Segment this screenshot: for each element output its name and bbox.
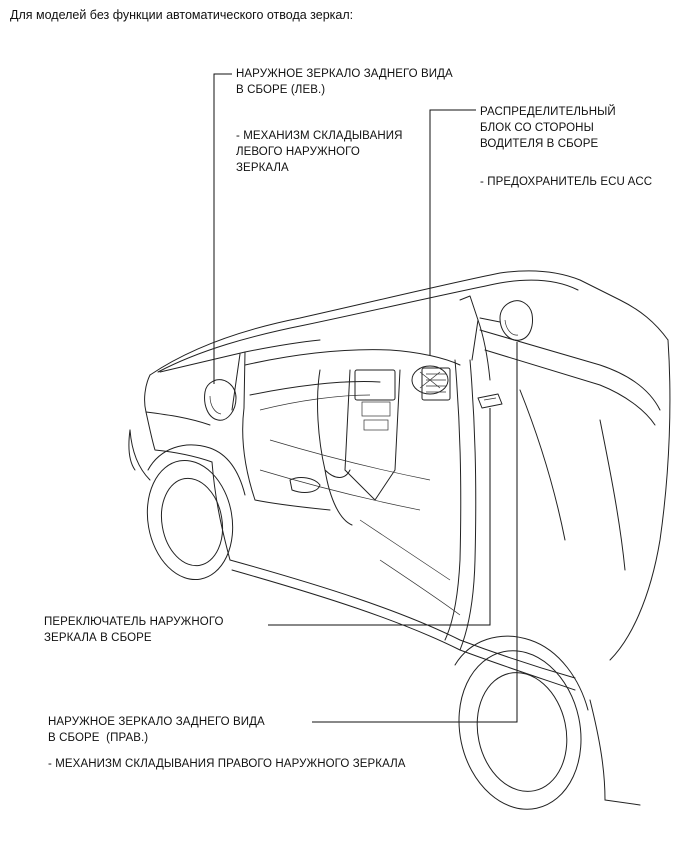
- left-mirror-title-line2: В СБОРЕ (ЛЕВ.): [236, 84, 326, 96]
- callout-junction-block-sub: - ПРЕДОХРАНИТЕЛЬ ECU ACC: [480, 174, 652, 190]
- junction-block-title-line3: ВОДИТЕЛЯ В СБОРЕ: [480, 138, 599, 150]
- leader-left-mirror: [213, 73, 232, 384]
- junction-block-title-line2: БЛОК СО СТОРОНЫ: [480, 122, 594, 134]
- callout-mirror-switch: ПЕРЕКЛЮЧАТЕЛЬ НАРУЖНОГО ЗЕРКАЛА В СБОРЕ: [44, 614, 224, 646]
- vehicle-interior: [244, 295, 503, 616]
- junction-block-title-line1: РАСПРЕДЕЛИТЕЛЬНЫЙ: [480, 106, 616, 118]
- mirror-switch-title-line2: ЗЕРКАЛА В СБОРЕ: [44, 632, 152, 644]
- leader-mirror-switch: [268, 408, 491, 626]
- leader-right-mirror: [312, 342, 518, 723]
- right-mirror-sub-line1: - МЕХАНИЗМ СКЛАДЫВАНИЯ ПРАВОГО НАРУЖНОГО…: [48, 758, 406, 770]
- left-mirror-sub-line2: ЛЕВОГО НАРУЖНОГО: [236, 146, 360, 158]
- callout-left-mirror-sub: - МЕХАНИЗМ СКЛАДЫВАНИЯ ЛЕВОГО НАРУЖНОГО …: [236, 128, 403, 176]
- junction-block-sub-line1: - ПРЕДОХРАНИТЕЛЬ ECU ACC: [480, 176, 653, 188]
- left-mirror-sub-line3: ЗЕРКАЛА: [236, 162, 289, 174]
- callout-right-mirror-title: НАРУЖНОЕ ЗЕРКАЛО ЗАДНЕГО ВИДА В СБОРЕ (П…: [48, 714, 265, 746]
- right-outside-mirror: [479, 300, 533, 341]
- callout-junction-block-title: РАСПРЕДЕЛИТЕЛЬНЫЙ БЛОК СО СТОРОНЫ ВОДИТЕ…: [480, 104, 616, 152]
- vehicle-body: [128, 270, 671, 810]
- left-mirror-sub-line1: - МЕХАНИЗМ СКЛАДЫВАНИЯ: [236, 130, 403, 142]
- leader-lines: [213, 73, 518, 723]
- mirror-switch-title-line1: ПЕРЕКЛЮЧАТЕЛЬ НАРУЖНОГО: [44, 616, 224, 628]
- diagram-heading: Для моделей без функции автоматического …: [10, 8, 354, 22]
- left-mirror-title-line1: НАРУЖНОЕ ЗЕРКАЛО ЗАДНЕГО ВИДА: [236, 68, 453, 80]
- right-mirror-title-line2: В СБОРЕ (ПРАВ.): [48, 732, 149, 744]
- right-mirror-title-line1: НАРУЖНОЕ ЗЕРКАЛО ЗАДНЕГО ВИДА: [48, 716, 265, 728]
- callout-left-mirror-title: НАРУЖНОЕ ЗЕРКАЛО ЗАДНЕГО ВИДА В СБОРЕ (Л…: [236, 66, 453, 98]
- leader-junction-block: [429, 109, 476, 355]
- left-outside-mirror: [204, 379, 237, 421]
- callout-right-mirror-sub: - МЕХАНИЗМ СКЛАДЫВАНИЯ ПРАВОГО НАРУЖНОГО…: [48, 756, 406, 772]
